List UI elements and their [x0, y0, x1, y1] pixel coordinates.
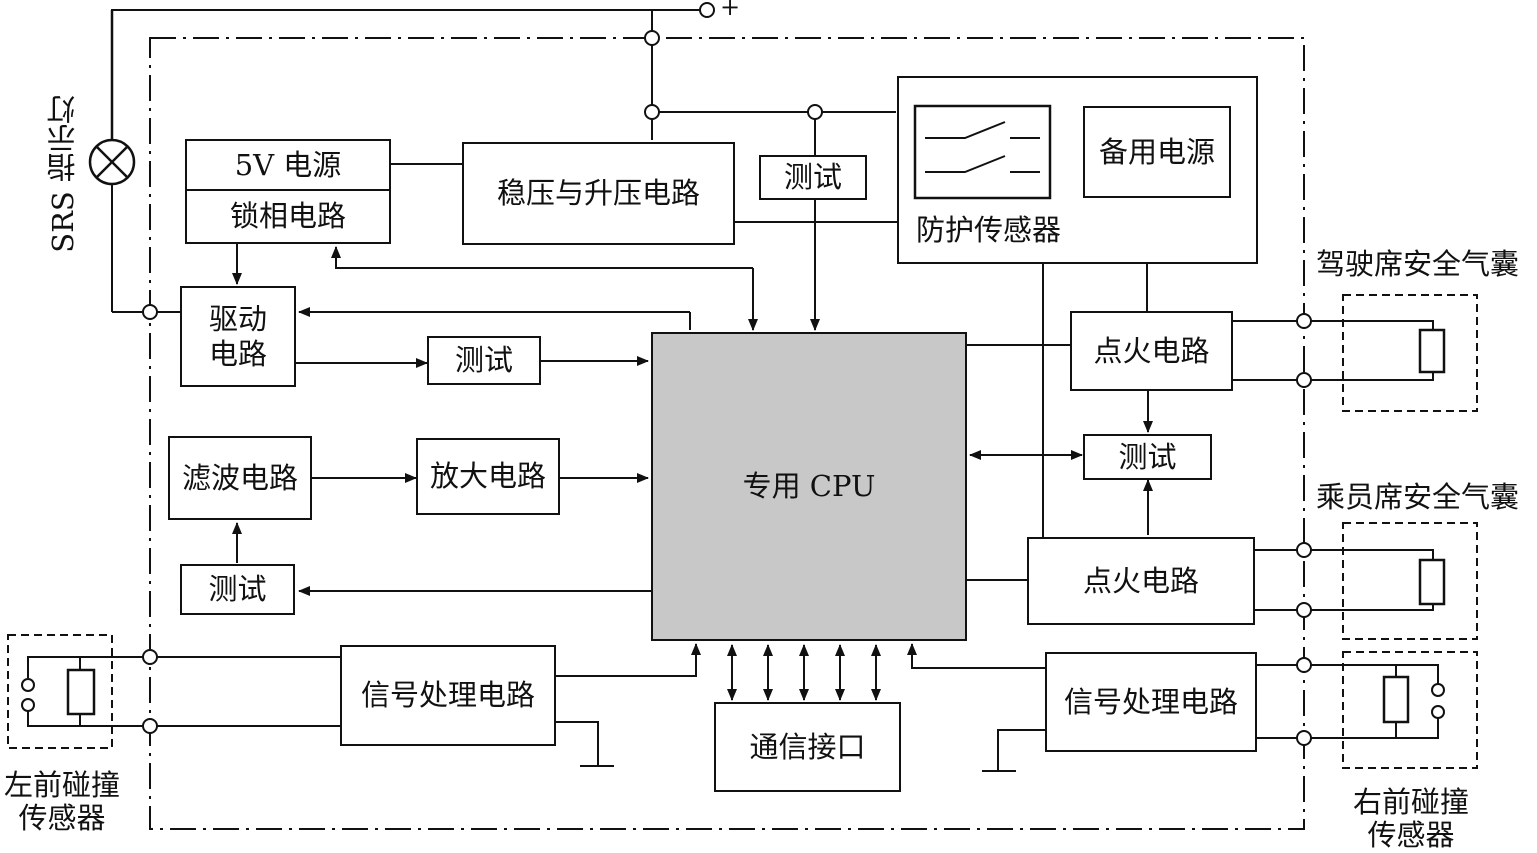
ignition-passenger-box: 点火电路 — [1027, 537, 1255, 625]
ecu-enclosure — [149, 37, 1305, 830]
test-driver-box: 测试 — [427, 336, 541, 385]
regulator-box: 稳压与升压电路 — [462, 142, 735, 245]
protect-sensor-label: 防护传感器 — [916, 213, 1062, 247]
plus-label: + — [720, 0, 741, 21]
signal-right-box: 信号处理电路 — [1045, 652, 1257, 752]
driver-circuit-box: 驱动 电路 — [180, 286, 296, 387]
left-sensor-resistor-icon — [66, 668, 96, 716]
passenger-airbag-label: 乘员席安全气囊 — [1316, 480, 1520, 514]
left-sensor-label: 左前碰撞 传感器 — [3, 768, 120, 836]
test-filter-box: 测试 — [180, 564, 295, 615]
cpu-box: 专用 CPU — [651, 332, 967, 641]
test-ignition-box: 测试 — [1083, 434, 1212, 480]
signal-left-box: 信号处理电路 — [340, 645, 556, 746]
srs-lamp-icon — [88, 10, 136, 186]
driver-airbag-squib-icon — [1418, 328, 1446, 374]
pll-box: 锁相电路 — [185, 189, 391, 244]
filter-box: 滤波电路 — [168, 436, 312, 520]
comm-interface-box: 通信接口 — [714, 702, 901, 792]
protect-sensor-box — [897, 76, 1258, 264]
ignition-driver-box: 点火电路 — [1070, 311, 1233, 391]
power-5v-box: 5V 电源 — [185, 139, 391, 191]
srs-lamp-label: SRS 指示灯 — [46, 95, 80, 253]
amplifier-box: 放大电路 — [416, 438, 560, 515]
test-top-box: 测试 — [759, 155, 867, 200]
right-sensor-resistor-icon — [1382, 675, 1410, 724]
right-sensor-label: 右前碰撞 传感器 — [1352, 785, 1469, 853]
passenger-airbag-squib-icon — [1418, 558, 1446, 606]
driver-airbag-label: 驾驶席安全气囊 — [1316, 247, 1520, 281]
backup-power-box: 备用电源 — [1083, 106, 1231, 198]
